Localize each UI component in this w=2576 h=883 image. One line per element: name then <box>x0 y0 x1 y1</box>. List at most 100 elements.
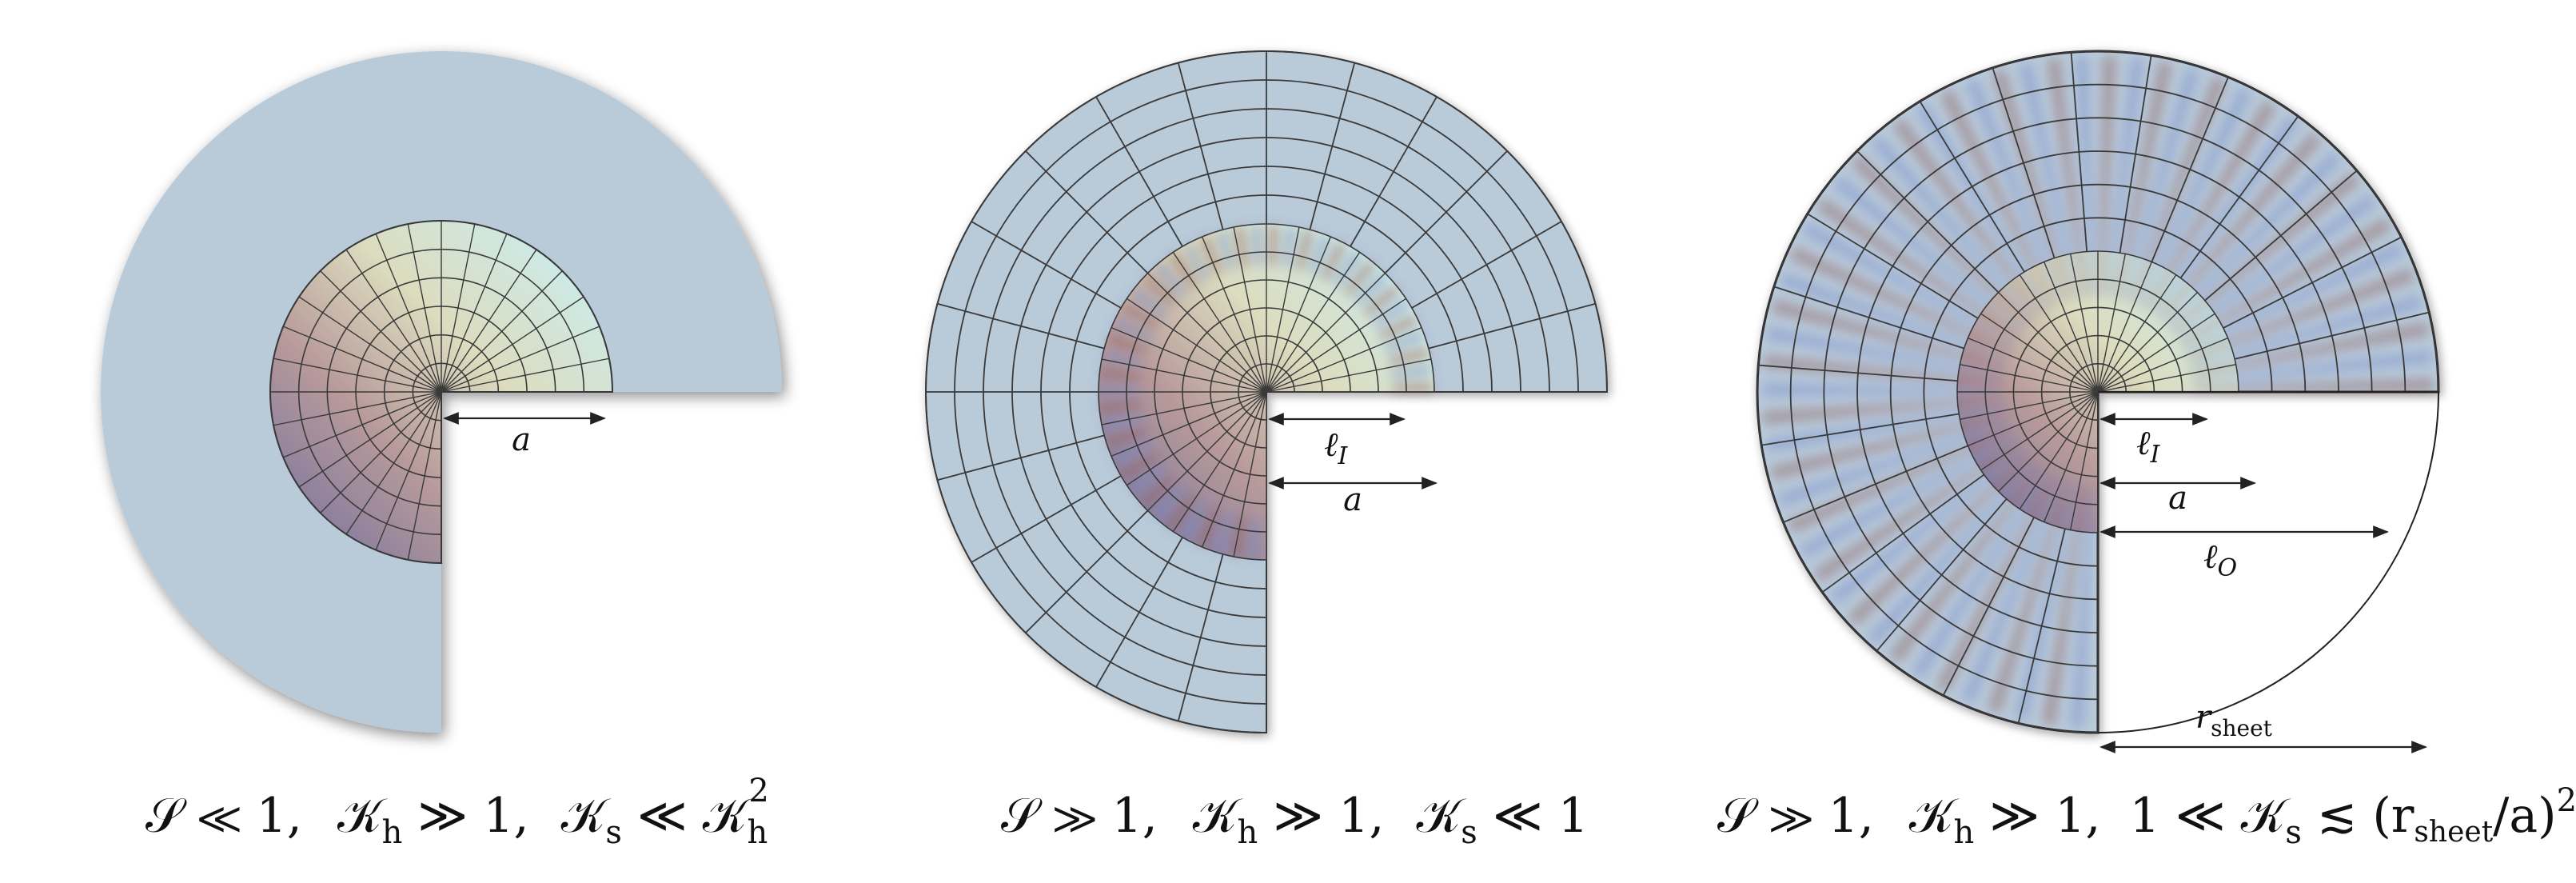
wrinkle-streak <box>2145 100 2277 311</box>
inner-polar-grid <box>269 220 613 564</box>
wrinkle-streak <box>1107 427 1147 448</box>
grid-spoke <box>937 302 1105 350</box>
wrinkle-streak <box>1216 230 1235 272</box>
grid-spoke <box>2097 292 2198 393</box>
wrinkle-streak <box>1153 484 1186 520</box>
wrinkle-streak <box>1100 368 1142 381</box>
wrinkle-streak <box>1363 285 1400 317</box>
wrinkle-streak <box>1251 226 1262 266</box>
wrinkle-streak <box>1888 466 2042 664</box>
wrinkle-streak <box>1911 471 2048 679</box>
wrinkle-streak <box>1103 350 1144 368</box>
grid-spoke <box>1127 391 1267 486</box>
grid-spoke <box>1919 101 2025 273</box>
grid-spoke <box>1980 313 2099 393</box>
wrinkle-streak <box>1964 78 2064 304</box>
wrinkle-streak <box>1832 175 2025 334</box>
polar-grid <box>925 50 1608 733</box>
wrinkle-streak <box>1789 246 2012 354</box>
grid-spoke <box>1821 473 1985 593</box>
caption-1: 𝒮 ≪ 1,𝒦h ≫ 1,𝒦s ≪ 𝒦h2 <box>146 773 769 851</box>
caption-3: 𝒮 ≫ 1,𝒦h ≫ 1,1 ≪ 𝒦s ≲ (rsheet/a)2 <box>1717 782 2576 851</box>
grid-spoke <box>1266 252 1361 393</box>
wrinkle-streak <box>1343 260 1376 297</box>
wrinkle-streak <box>2069 487 2094 728</box>
grid-spoke <box>1266 273 1386 393</box>
wrinkle-streak <box>1321 242 1346 282</box>
wrinkle-streak <box>2193 378 2434 392</box>
wrinkle-streak <box>2187 267 2415 361</box>
grid-spoke <box>1095 96 1183 247</box>
grid-spoke <box>298 391 442 488</box>
grid-spoke <box>1172 252 1267 393</box>
grid-spoke <box>1201 391 1267 548</box>
a-label: a <box>512 422 531 458</box>
wrinkle-streak <box>1762 397 2003 426</box>
wrinkle-streak <box>1847 455 2029 626</box>
grid-spoke <box>1773 286 1964 350</box>
wrinkle-streak <box>1763 354 2003 386</box>
grid-spoke <box>1761 413 1960 446</box>
grid-spoke <box>1876 498 2008 652</box>
wrinkle-streak <box>1850 154 2031 327</box>
wrinkle-streak <box>1354 272 1389 306</box>
grid-spoke <box>971 475 1122 563</box>
grid-spoke <box>345 249 442 393</box>
wrinkle-streak <box>2175 194 2378 339</box>
grid-spoke <box>298 296 442 393</box>
grid-spoke <box>1177 553 1224 721</box>
grid-spoke <box>320 391 442 513</box>
grid-spoke <box>2097 363 2236 393</box>
wrinkle-streak <box>2189 294 2423 369</box>
grid-spoke <box>441 249 537 393</box>
wrinkle-streak <box>1142 274 1178 308</box>
grid-spoke <box>345 391 442 535</box>
panel-3: ℓI a ℓO rsheet 𝒮 ≫ 1,𝒦h ≫ 1,1 ≪ 𝒦s ≲ (rs… <box>1717 50 2576 851</box>
grid-spoke <box>1095 537 1183 688</box>
l-i-label: ℓI <box>1324 425 1349 470</box>
grid-spoke <box>2044 391 2099 522</box>
wrinkle-streak <box>1100 386 1141 395</box>
wrinkle-streak <box>1282 226 1296 268</box>
wrinkle-streak <box>2107 58 2145 298</box>
wrinkle-streak <box>2138 87 2252 307</box>
wrinkle-streak <box>1378 314 1418 340</box>
wrinkle-streak <box>1987 482 2071 713</box>
r-sheet-label: rsheet <box>2195 699 2273 741</box>
wrinkle-streak <box>1131 287 1168 318</box>
wrinkle-streak <box>1371 299 1410 328</box>
panel-1: a 𝒮 ≪ 1,𝒦h ≫ 1,𝒦s ≪ 𝒦h2 <box>101 51 782 851</box>
caption-2: 𝒮 ≫ 1,𝒦h ≫ 1,𝒦s ≪ 1 <box>1001 788 1589 851</box>
grid-spoke <box>2069 254 2099 393</box>
wrinkle-streak <box>2074 56 2095 297</box>
grid-spoke <box>1960 391 2099 421</box>
grid-spoke <box>1147 273 1267 393</box>
grid-spoke <box>407 223 442 393</box>
grid-spoke <box>971 221 1122 309</box>
wrinkle-streak <box>2193 350 2433 384</box>
wrinkle-streak <box>1140 474 1176 508</box>
grid-spoke <box>2044 262 2099 393</box>
wrinkle-streak <box>1169 252 1198 290</box>
grid-spoke <box>375 391 442 550</box>
wrinkle-streak <box>1787 428 2012 533</box>
grid-spoke <box>2179 115 2299 279</box>
wrinkle-streak <box>1184 243 1210 282</box>
grid-spoke <box>1807 213 1979 319</box>
a-label: a <box>2168 480 2187 517</box>
wrinkle-streak <box>1130 464 1167 494</box>
grid-spoke <box>283 391 442 458</box>
grid-spoke <box>1411 221 1562 309</box>
grid-spoke <box>375 234 442 393</box>
wrinkle-streak <box>1801 221 2016 347</box>
wrinkle-streak <box>1214 511 1234 553</box>
grid-spoke <box>2097 313 2215 393</box>
wrinkle-streak <box>1867 461 2036 646</box>
wrinkle-streak <box>1770 413 2006 481</box>
grid-spoke <box>441 270 563 393</box>
grid-spoke <box>1968 391 2099 446</box>
grid-spoke <box>2204 170 2358 302</box>
grid-spoke <box>1127 298 1267 393</box>
grid-spoke <box>2070 52 2088 252</box>
wrinkle-streak <box>2164 150 2343 326</box>
